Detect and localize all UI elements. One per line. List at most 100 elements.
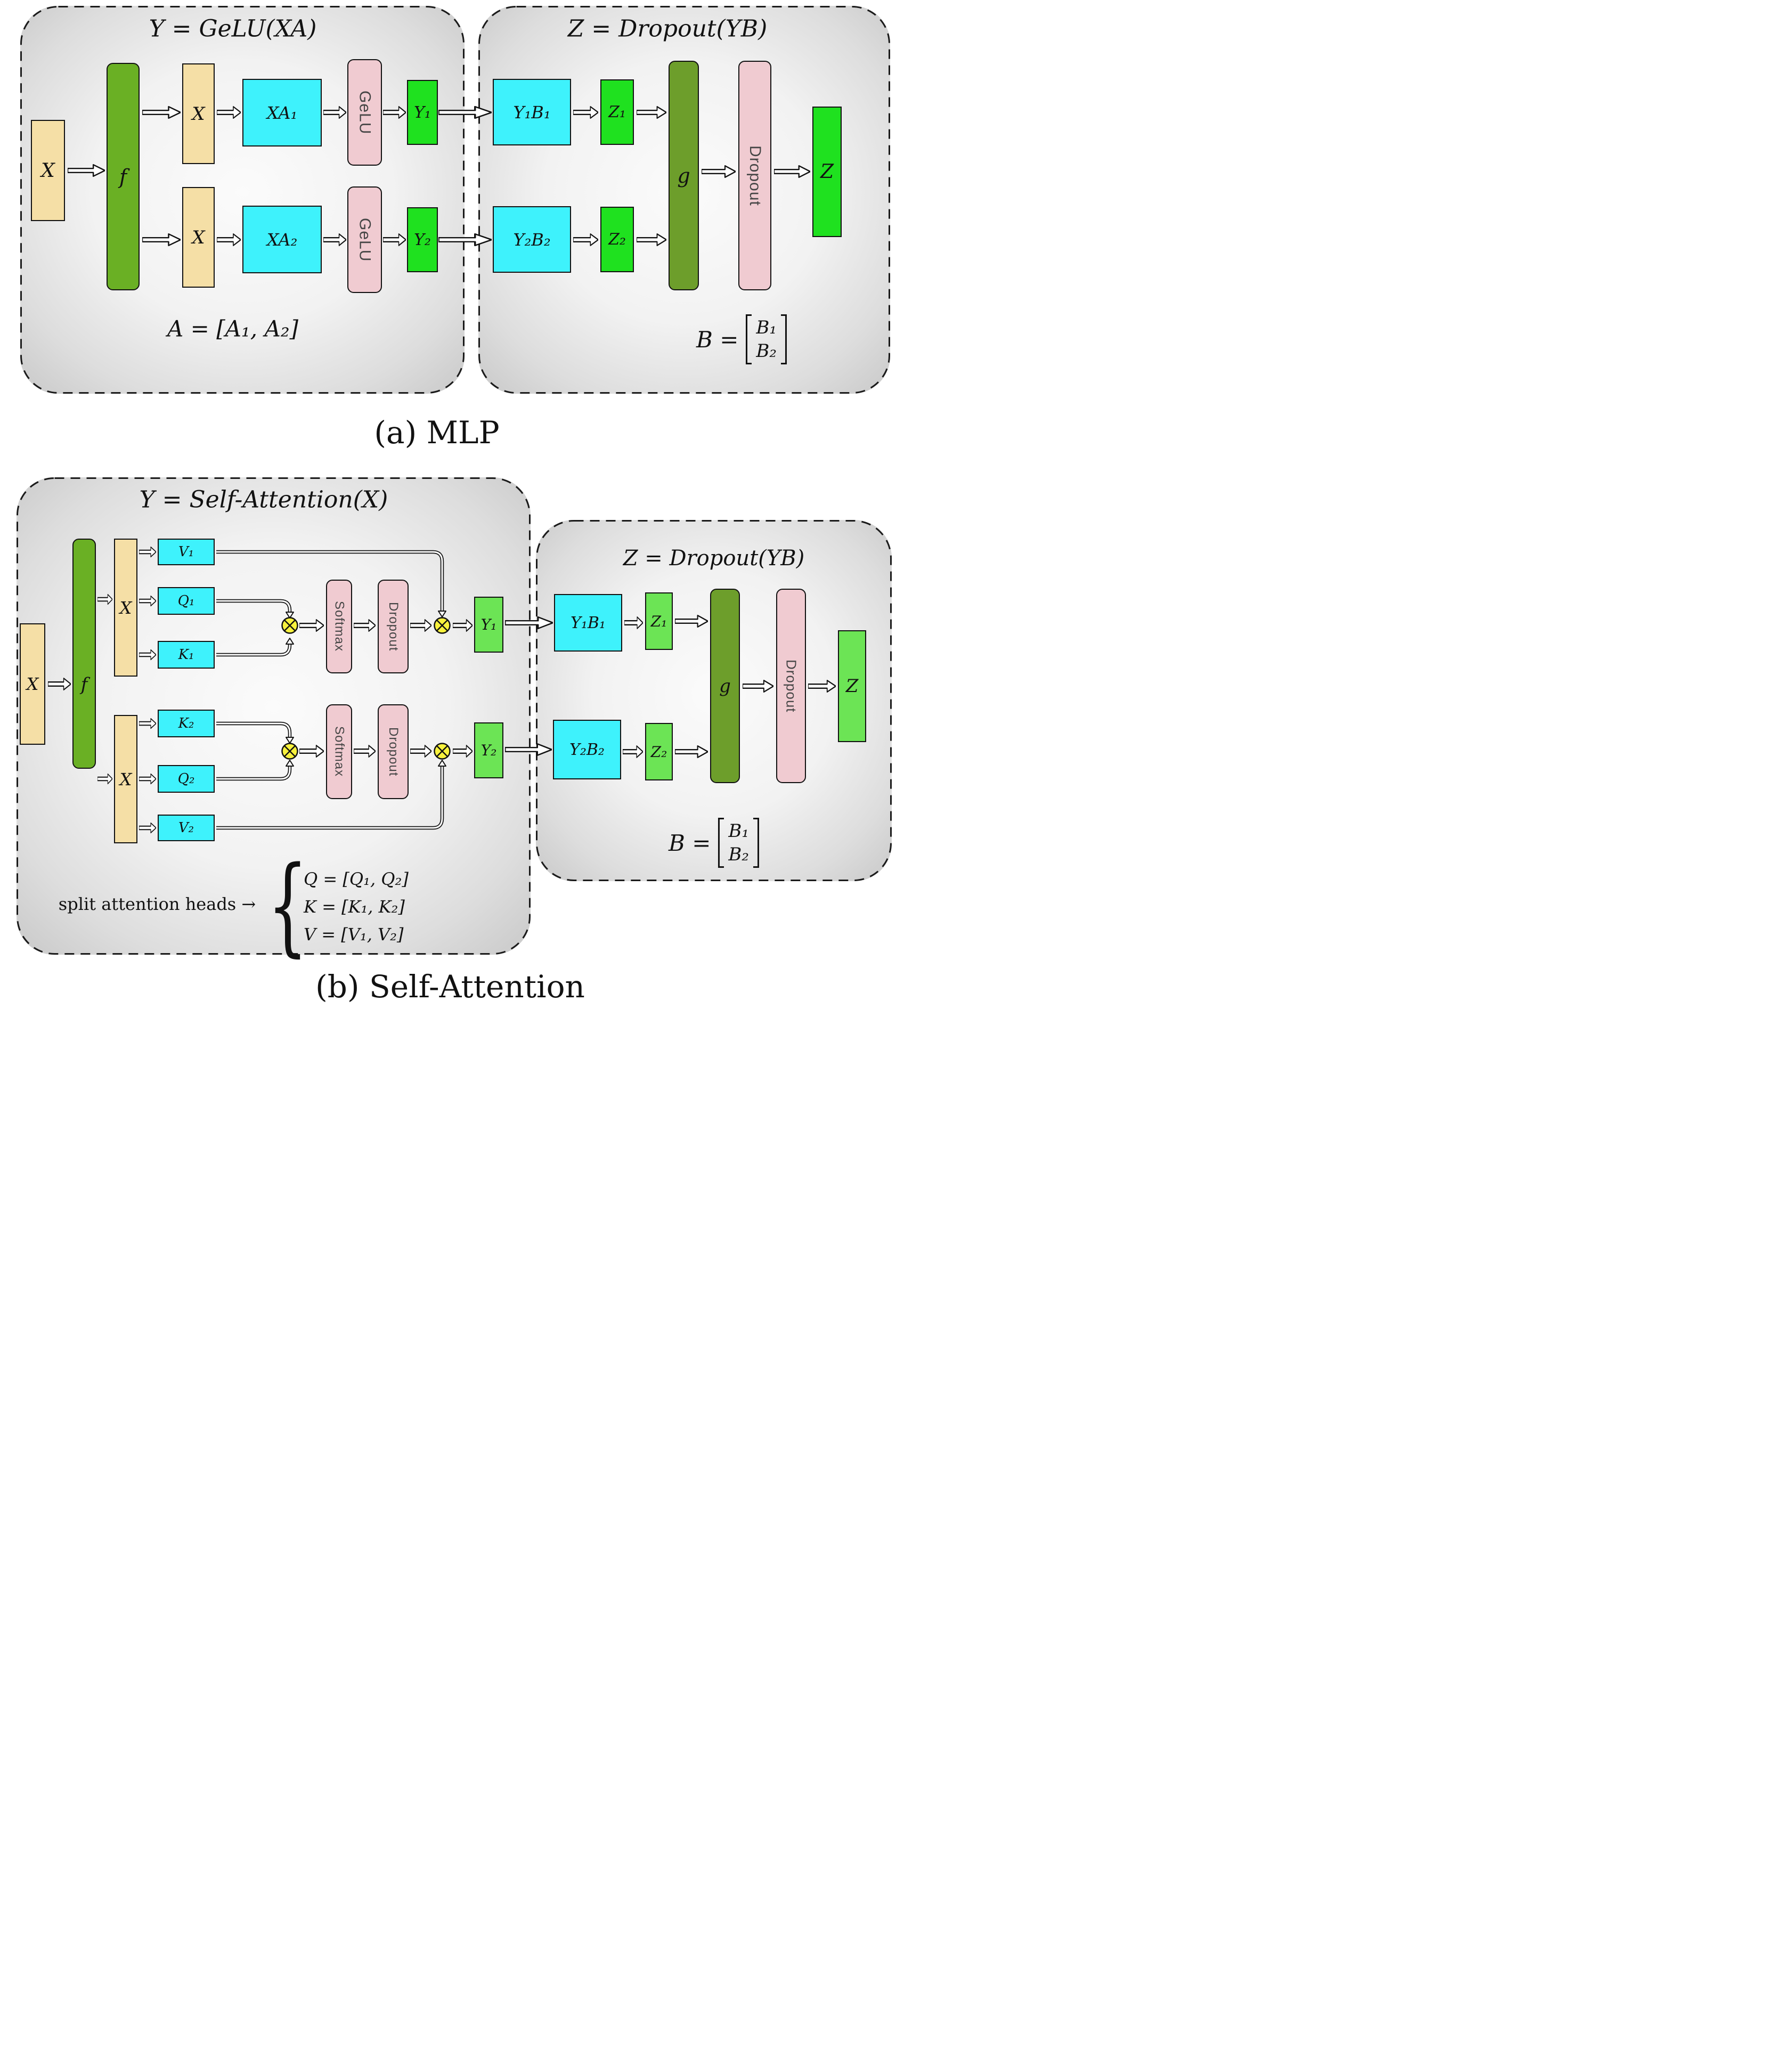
box-label: Z₁ (608, 103, 626, 121)
box-label: g (719, 675, 731, 697)
bracket-right (781, 314, 787, 364)
box-label: Z₂ (650, 743, 667, 761)
box-z1-attn: Z₁ (645, 592, 673, 650)
box-label: f (80, 674, 88, 695)
box-label: Y₂ (480, 742, 497, 759)
multiply-icon (281, 743, 298, 760)
arrow-right-icon (383, 233, 406, 247)
panel-title-attn-left: Y = Self-Attention(X) (139, 486, 388, 514)
col-g-attn: g (710, 589, 740, 783)
box-label: V₂ (178, 820, 194, 836)
box-y2-mlp: Y₂ (407, 207, 438, 272)
box-x-input-mlp: X (31, 120, 65, 221)
matrix-stack: B₁ B₂ (728, 818, 749, 868)
box-label: Y₁B₁ (513, 102, 551, 123)
arrow-right-icon (675, 745, 708, 759)
box-y2b2-mlp: Y₂B₂ (493, 206, 571, 273)
box-y1b1-attn: Y₁B₁ (554, 594, 622, 652)
box-y1-mlp: Y₁ (407, 80, 438, 145)
box-z-mlp: Z (812, 107, 842, 237)
caption-self-attention: (b) Self-Attention (315, 969, 585, 1005)
box-label: Y₁B₁ (571, 613, 606, 632)
box-label: K₁ (178, 647, 194, 663)
box-label: V₁ (178, 544, 194, 560)
arrow-right-icon (453, 619, 473, 632)
box-label: Z₁ (650, 612, 667, 630)
col-dropout-mlp: Dropout (738, 61, 771, 290)
arrow-right-icon (142, 105, 181, 119)
box-k2: K₂ (158, 710, 215, 737)
arrow-right-icon (354, 619, 376, 632)
box-label: Y₂B₂ (513, 229, 551, 250)
equation-v: V = [V₁, V₂] (304, 924, 404, 945)
box-q2: Q₂ (158, 765, 215, 793)
col-f-mlp: f (107, 63, 140, 290)
arrow-right-icon (299, 619, 324, 632)
arrow-right-icon (323, 105, 346, 119)
box-label: Y₂B₂ (569, 740, 605, 759)
arrow-right-icon (774, 165, 810, 178)
split-heads-label: split attention heads → (58, 894, 256, 914)
formula-b-split-attn: B = B₁ B₂ (669, 818, 760, 868)
arrow-right-icon (623, 745, 643, 759)
matrix-stack: B₁ B₂ (756, 314, 777, 364)
box-label: GeLU (356, 217, 374, 262)
arrow-right-icon (410, 744, 431, 758)
arrow-right-long-icon (505, 616, 553, 630)
box-label: X (119, 597, 132, 618)
panel-title-mlp-left: Y = GeLU(XA) (149, 15, 317, 43)
arrow-right-icon (97, 773, 112, 785)
box-label: Y₁ (480, 616, 497, 633)
arrow-right-icon (139, 649, 156, 661)
arrow-right-icon (637, 233, 666, 247)
box-label: X (26, 674, 39, 694)
box-z2-attn: Z₂ (645, 723, 673, 780)
arrow-right-icon (702, 165, 736, 178)
box-v2: V₂ (158, 815, 215, 841)
box-label: Z (820, 161, 834, 183)
panel-title-attn-right: Z = Dropout(YB) (623, 546, 805, 571)
col-dropout1-attn: Dropout (378, 580, 409, 673)
box-label: Q₁ (177, 593, 195, 609)
equation-k: K = [K₁, K₂] (304, 897, 405, 917)
arrow-right-long-icon (438, 233, 492, 247)
arrow-right-icon (410, 619, 431, 632)
multiply-icon (434, 743, 451, 760)
box-label: X (192, 103, 205, 125)
box-label: XA₁ (266, 102, 298, 123)
box-z1-mlp: Z₁ (600, 79, 634, 145)
box-label: Dropout (746, 145, 764, 206)
arrow-right-icon (624, 616, 643, 630)
col-f-attn: f (72, 539, 96, 769)
multiply-icon (281, 617, 298, 634)
box-label: g (677, 164, 690, 188)
formula-lhs: B = (696, 326, 739, 353)
bracket-left (746, 314, 752, 364)
box-label: Z (845, 676, 859, 697)
col-dropout-attn-right: Dropout (776, 589, 806, 783)
box-y1-attn: Y₁ (474, 597, 503, 653)
formula-a-split: A = [A₁, A₂] (167, 315, 299, 342)
panel-title-mlp-right: Z = Dropout(YB) (567, 15, 768, 43)
box-label: Q₂ (177, 771, 195, 787)
box-label: Y₂ (414, 230, 431, 249)
box-xa1: XA₁ (242, 79, 322, 147)
box-label: Y₁ (414, 103, 431, 122)
col-softmax1: Softmax (326, 580, 352, 673)
box-x-input-attn: X (20, 623, 45, 745)
box-v1: V₁ (158, 539, 215, 565)
brace-glyph: { (267, 843, 308, 968)
equation-q: Q = [Q₁, Q₂] (304, 869, 409, 889)
arrow-right-icon (142, 233, 181, 247)
matrix-entry: B₂ (728, 844, 750, 865)
arrow-right-icon (217, 105, 241, 119)
box-label: GeLU (356, 90, 374, 135)
arrow-right-icon (299, 744, 324, 758)
arrow-right-icon (68, 164, 105, 177)
col-g-mlp: g (669, 61, 699, 290)
box-x-copy2-attn: X (114, 715, 137, 843)
col-softmax2: Softmax (326, 704, 352, 799)
caption-mlp: (a) MLP (374, 414, 500, 451)
arrow-right-long-icon (505, 743, 552, 756)
multiply-icon (434, 617, 451, 634)
